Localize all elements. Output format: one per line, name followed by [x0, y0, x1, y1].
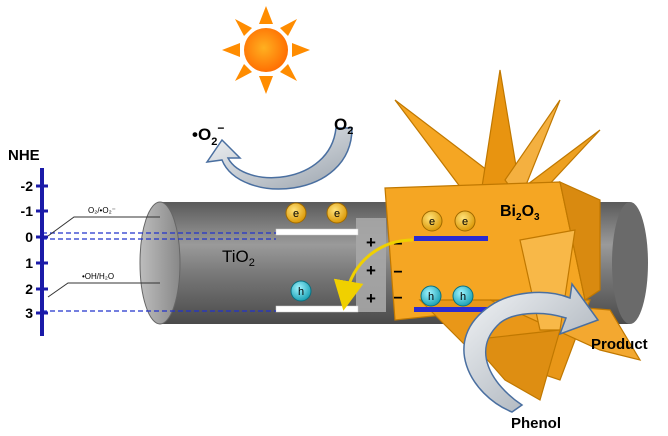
nhe-tick: 0: [25, 229, 33, 245]
hole: h: [420, 285, 442, 307]
minus-sign: −: [393, 264, 402, 281]
oxygen-label: O2: [334, 115, 353, 137]
electron: e: [421, 210, 443, 232]
oh-couple-leader: [47, 282, 160, 298]
bi2o3-sub2: 3: [534, 212, 540, 223]
tio2-sub: 2: [249, 257, 255, 269]
tio2-base: TiO: [222, 247, 249, 266]
hole-symbol: h: [460, 291, 466, 303]
hole: h: [290, 280, 312, 302]
hole-symbol: h: [428, 291, 434, 303]
nhe-scale: [36, 168, 48, 336]
electron-symbol: e: [293, 208, 299, 220]
phenol-label: Phenol: [511, 415, 561, 432]
interface-negative-charges: − − −: [393, 236, 402, 307]
hole: h: [452, 285, 474, 307]
phenol-to-product-arrow: [463, 282, 600, 413]
potential-dashed-lines: [42, 232, 276, 312]
superoxide-label: •O2−: [192, 121, 224, 148]
nhe-title: NHE: [8, 147, 40, 164]
nhe-tick: 2: [25, 281, 33, 297]
bi2o3-conduction-band: [414, 236, 488, 241]
interface-positive-charges: + + +: [366, 233, 376, 308]
plus-sign: +: [366, 289, 376, 308]
bi2o3-mid: O: [522, 203, 534, 220]
minus-sign: −: [393, 290, 402, 307]
o2-couple-leader: [47, 216, 160, 237]
plus-sign: +: [366, 261, 376, 280]
hole-symbol: h: [298, 286, 304, 298]
superoxide-sub: 2: [211, 136, 217, 148]
product-label: Product: [591, 336, 648, 353]
tio2-valence-band: [275, 305, 359, 313]
o2-reduction-arrow: [205, 127, 353, 190]
nhe-tick-labels: -2 -1 0 1 2 3: [21, 178, 34, 321]
electron: e: [285, 202, 307, 224]
nhe-tick: 1: [25, 255, 33, 271]
sun-icon: [222, 6, 310, 94]
minus-sign: −: [393, 236, 402, 253]
tio2-conduction-band: [275, 228, 359, 236]
bi2o3-label: Bi2O3: [500, 203, 540, 223]
nhe-tick: -2: [21, 178, 34, 194]
superoxide-sup: −: [217, 121, 224, 135]
tio2-label: TiO2: [222, 247, 255, 269]
electron-symbol: e: [462, 216, 468, 228]
nhe-tick: 3: [25, 305, 33, 321]
electron-symbol: e: [429, 216, 435, 228]
superoxide-base: •O: [192, 125, 211, 144]
plus-sign: +: [366, 233, 376, 252]
bi2o3-sub1: 2: [516, 212, 522, 223]
electron-symbol: e: [334, 208, 340, 220]
electron: e: [454, 210, 476, 232]
bi2o3-valence-band: [414, 307, 488, 312]
nhe-tick: -1: [21, 203, 34, 219]
bi2o3-base: Bi: [500, 203, 516, 220]
oxygen-base: O: [334, 115, 347, 134]
electron: e: [326, 202, 348, 224]
oxygen-sub: 2: [347, 125, 353, 137]
oh-couple-label: •OH/H₂O: [82, 272, 114, 281]
o2-couple-label: O₂/•O₂⁻: [88, 206, 116, 215]
charge-transfer-arrow: [333, 238, 414, 311]
